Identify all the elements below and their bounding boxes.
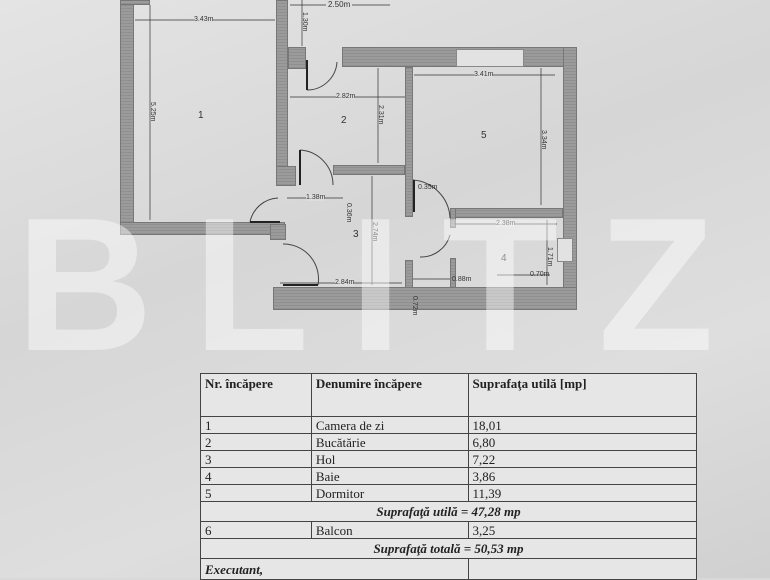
wall <box>120 0 134 235</box>
cell-nr: 4 <box>200 467 312 485</box>
cell-area: 7,22 <box>467 450 697 468</box>
executant-label: Executant, <box>200 558 469 580</box>
cell-name: Baie <box>310 467 469 485</box>
dimension-label: 2.82m <box>336 93 356 100</box>
dimension-label: 0.88m <box>452 276 472 283</box>
room-number: 5 <box>481 130 487 141</box>
header-area: Suprafaţa utilă [mp] <box>467 373 697 417</box>
cell-area: 18,01 <box>467 416 697 434</box>
total-row: Suprafaţă totală = 50,53 mp <box>200 538 697 559</box>
door-swings <box>135 0 557 286</box>
dimension-label: 3.34m <box>540 130 547 150</box>
wall <box>120 0 150 5</box>
door-arc <box>299 149 334 186</box>
wall <box>288 47 306 69</box>
room-number: 4 <box>501 253 507 264</box>
room-number: 3 <box>353 229 359 240</box>
cell-nr: 1 <box>200 416 312 434</box>
cell-area: 3,86 <box>467 467 697 485</box>
wall <box>450 208 456 228</box>
dimension-label: 2.50m <box>326 0 353 9</box>
room-area-table: Nr. încăpere Denumire încăpere Suprafaţa… <box>200 373 697 580</box>
wall <box>333 165 405 175</box>
cell-nr: 3 <box>200 450 312 468</box>
cell-nr: 5 <box>200 484 312 502</box>
watermark-logo: BLITZ <box>15 179 755 391</box>
door-arc <box>282 243 319 286</box>
dimension-label: 5.25m <box>149 102 156 122</box>
cell-name: Dormitor <box>310 484 469 502</box>
cell-area: 3,25 <box>467 521 697 539</box>
cell-nr: 2 <box>200 433 312 451</box>
door-arc <box>419 234 451 258</box>
cell-nr: 6 <box>200 521 312 539</box>
cell-area: 11,39 <box>467 484 697 502</box>
cell-name: Camera de zi <box>310 416 469 434</box>
window <box>557 238 573 262</box>
wall <box>270 224 286 240</box>
table-header: Nr. încăpere Denumire încăpere Suprafaţa… <box>200 373 697 417</box>
executant-row: Executant, <box>200 558 697 580</box>
executant-signature <box>467 558 697 580</box>
dimension-label: 2.31m <box>377 105 384 125</box>
dimension-label: 1.30m <box>301 12 308 32</box>
wall <box>405 67 413 217</box>
wall <box>276 166 296 186</box>
door-arc <box>412 179 451 219</box>
dimension-label: 3.43m <box>194 16 214 23</box>
dimension-label: 1.38m <box>306 194 326 201</box>
dimension-label: 0.35m <box>418 184 438 191</box>
subtotal-row: Suprafaţă utilă = 47,28 mp <box>200 501 697 522</box>
room-number: 1 <box>198 110 204 121</box>
dimension-label: 2.84m <box>335 279 355 286</box>
header-nr: Nr. încăpere <box>200 373 312 417</box>
cell-name: Balcon <box>310 521 469 539</box>
wall <box>273 287 577 310</box>
door-arc <box>249 197 279 223</box>
header-name: Denumire încăpere <box>310 373 469 417</box>
dimension-label: 3.41m <box>474 71 494 78</box>
wall <box>120 222 285 235</box>
door-arc <box>306 61 338 91</box>
dimension-label: 2.38m <box>496 220 516 227</box>
dimension-label: 0.70m <box>530 271 550 278</box>
total: Suprafaţă totală = 50,53 mp <box>200 538 697 559</box>
cell-name: Hol <box>310 450 469 468</box>
window <box>456 49 524 67</box>
cell-name: Bucătărie <box>310 433 469 451</box>
subtotal: Suprafaţă utilă = 47,28 mp <box>200 501 697 522</box>
cell-area: 6,80 <box>467 433 697 451</box>
wall <box>276 0 288 185</box>
room-number: 2 <box>341 115 347 126</box>
